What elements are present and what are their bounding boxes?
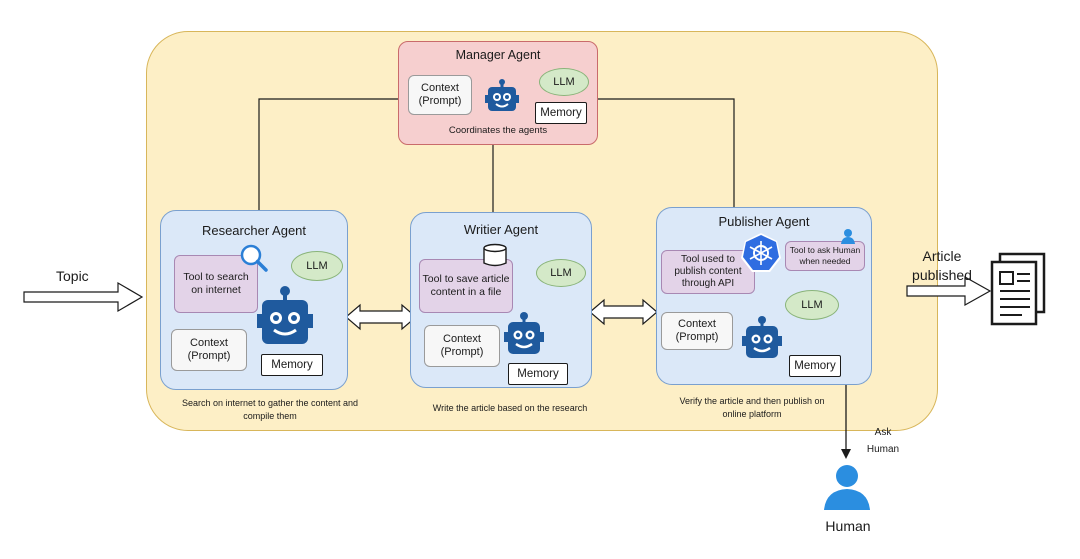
user-icon [841,229,855,244]
researcher-agent: Researcher Agent Tool to search on inter… [160,210,348,390]
manager-researcher-connector [258,98,398,210]
writer-title: Writier Agent [463,222,539,237]
publisher-title: Publisher Agent [718,214,810,229]
ask-human-label: Ask Human [866,427,900,455]
publisher-robot-icon [742,316,782,358]
publisher-context: Context (Prompt) [661,312,733,350]
document-icon [990,252,1046,326]
researcher-caption: Search on internet to gather the content… [181,398,359,421]
manager-memory: Memory [535,102,587,124]
writer-memory: Memory [508,363,568,385]
manager-robot-icon [485,79,519,111]
manager-llm: LLM [539,68,589,96]
manager-context: Context (Prompt) [408,75,472,115]
publisher-tool-api: Tool used to publish content through API [661,250,755,294]
researcher-writer-arrow [345,303,417,331]
writer-tool: Tool to save article content in a file [419,259,513,313]
publisher-tool-human: Tool to ask Human when needed [785,241,865,271]
researcher-title: Researcher Agent [201,223,307,238]
writer-robot-icon [504,312,544,354]
researcher-memory: Memory [261,354,323,376]
publisher-memory: Memory [789,355,841,377]
topic-arrow [23,281,144,313]
researcher-context: Context (Prompt) [171,329,247,371]
writer-context: Context (Prompt) [424,325,500,367]
human-label: Human [825,518,871,534]
researcher-robot-icon [257,286,313,344]
researcher-tool: Tool to search on internet [174,255,258,313]
writer-llm: LLM [536,259,586,287]
ask-human-arrowhead [841,449,851,459]
manager-title: Manager Agent [455,48,541,62]
manager-caption: Coordinates the agents [448,125,548,136]
human-icon [824,465,870,510]
published-arrow [906,275,992,307]
kubernetes-icon [741,233,781,272]
researcher-llm: LLM [291,251,343,281]
writer-caption: Write the article based on the research [432,403,588,413]
search-icon [240,244,268,272]
topic-label: Topic [56,268,89,284]
database-icon [483,243,507,267]
writer-agent: Writier Agent Tool to save article conte… [410,212,592,388]
article-published-label: Article published [912,248,972,283]
publisher-llm: LLM [785,290,839,320]
publisher-caption: Verify the article and then publish on o… [679,396,825,419]
manager-publisher-connector [596,98,735,207]
writer-publisher-arrow [589,298,658,326]
